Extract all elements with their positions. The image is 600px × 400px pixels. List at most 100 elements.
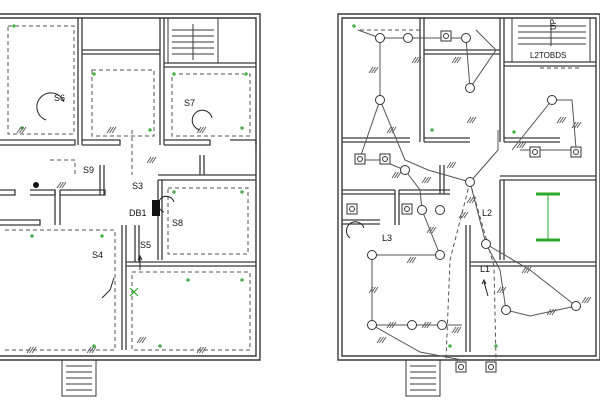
wire-tick bbox=[586, 296, 592, 304]
right-light-fixtures bbox=[367, 33, 581, 330]
wire-tick bbox=[373, 286, 379, 294]
stair-label-up: UP bbox=[549, 19, 558, 30]
wire-tick bbox=[386, 126, 392, 134]
wire-tick bbox=[56, 181, 62, 189]
wire-tick bbox=[571, 121, 577, 129]
wire-tick bbox=[146, 156, 152, 164]
left-junction-markers bbox=[12, 24, 248, 348]
right-floor-plan: L2TOBDS UP L2 L3 L1 bbox=[337, 13, 600, 397]
wire-tick bbox=[196, 346, 202, 354]
wire-tick bbox=[21, 126, 27, 134]
wire-tick bbox=[446, 161, 452, 169]
wire-tick bbox=[424, 176, 429, 184]
wire-tick bbox=[199, 346, 204, 354]
wire-tick bbox=[496, 286, 502, 294]
wire-tick bbox=[429, 226, 434, 234]
wire-tick bbox=[469, 196, 474, 204]
wire-tick bbox=[61, 181, 67, 189]
wire-tick bbox=[466, 116, 472, 124]
wire-tick bbox=[421, 176, 427, 184]
switch-label-s5: S5 bbox=[140, 240, 151, 250]
switch-label-s8: S8 bbox=[172, 218, 183, 228]
wire-tick bbox=[456, 56, 462, 64]
wire-tick bbox=[199, 126, 204, 134]
right-interior-walls bbox=[342, 18, 596, 352]
wire-tick bbox=[381, 336, 387, 344]
wire-tick bbox=[411, 56, 417, 64]
wire-tick bbox=[458, 211, 464, 219]
wire-tick bbox=[516, 141, 522, 149]
wire-tick bbox=[466, 196, 472, 204]
wire-tick bbox=[109, 126, 114, 134]
wire-tick bbox=[149, 156, 154, 164]
wire-tick bbox=[451, 56, 457, 64]
wire-tick bbox=[19, 126, 24, 134]
switch-label-s7: S7 bbox=[184, 98, 195, 108]
wire-tick bbox=[59, 181, 64, 189]
wire-tick bbox=[546, 308, 552, 316]
wire-tick bbox=[368, 286, 374, 294]
left-panel-dot bbox=[33, 182, 39, 188]
wire-tick bbox=[376, 336, 382, 344]
right-switch-symbols bbox=[346, 221, 489, 297]
switch-label-db1: DB1 bbox=[129, 208, 147, 218]
wire-tick bbox=[469, 116, 474, 124]
wire-tick bbox=[424, 321, 429, 329]
wire-tick bbox=[521, 266, 527, 274]
wire-tick bbox=[389, 321, 394, 329]
left-outer-walls bbox=[0, 13, 261, 361]
wire-tick bbox=[389, 126, 394, 134]
switch-label-s3: S3 bbox=[132, 181, 143, 191]
wire-tick bbox=[201, 346, 207, 354]
wire-tick bbox=[461, 211, 466, 219]
wire-tick bbox=[201, 126, 207, 134]
switch-label-s4: S4 bbox=[92, 250, 103, 260]
switch-label-s6: S6 bbox=[54, 93, 65, 103]
left-entry-steps bbox=[61, 359, 97, 397]
stair-label-l2tobds: L2TOBDS bbox=[530, 51, 566, 60]
wire-tick bbox=[451, 161, 457, 169]
wire-tick bbox=[379, 336, 384, 344]
wire-tick bbox=[549, 308, 554, 316]
switch-label-s9: S9 bbox=[83, 165, 94, 175]
left-floor-plan: S6 S7 S9 S3 DB1 S8 S4 S5 bbox=[0, 13, 261, 397]
wire-tick bbox=[106, 126, 112, 134]
wire-tick bbox=[416, 56, 422, 64]
wire-tick bbox=[449, 161, 454, 169]
right-square-fixtures bbox=[346, 30, 582, 373]
wire-tick bbox=[426, 321, 432, 329]
left-staircase bbox=[167, 17, 219, 64]
wire-tick bbox=[471, 116, 477, 124]
wire-tick bbox=[371, 286, 376, 294]
wire-tick bbox=[501, 286, 507, 294]
wire-tick bbox=[391, 321, 397, 329]
wire-tick bbox=[86, 346, 92, 354]
wire-tick bbox=[426, 176, 432, 184]
wire-tick bbox=[386, 321, 392, 329]
circuit-label-l1: L1 bbox=[480, 264, 490, 274]
right-dashed-runs bbox=[360, 29, 580, 361]
wire-tick bbox=[368, 66, 374, 74]
wire-tick bbox=[394, 171, 399, 179]
wire-tick bbox=[406, 256, 412, 264]
wire-tick bbox=[391, 171, 397, 179]
wire-tick bbox=[463, 211, 469, 219]
wire-tick bbox=[136, 336, 142, 344]
wire-tick bbox=[91, 346, 97, 354]
wire-tick bbox=[584, 296, 589, 304]
wire-tick bbox=[561, 116, 567, 124]
wire-tick bbox=[471, 196, 477, 204]
wire-tick bbox=[391, 126, 397, 134]
wire-tick bbox=[456, 326, 462, 334]
wire-tick bbox=[139, 336, 144, 344]
wire-tick bbox=[371, 66, 376, 74]
wire-tick bbox=[524, 266, 529, 274]
wire-tick bbox=[521, 141, 527, 149]
wire-tick bbox=[409, 256, 414, 264]
wire-tick bbox=[556, 116, 562, 124]
wire-tick bbox=[451, 326, 457, 334]
wire-tick bbox=[396, 171, 402, 179]
wire-tick bbox=[196, 126, 202, 134]
